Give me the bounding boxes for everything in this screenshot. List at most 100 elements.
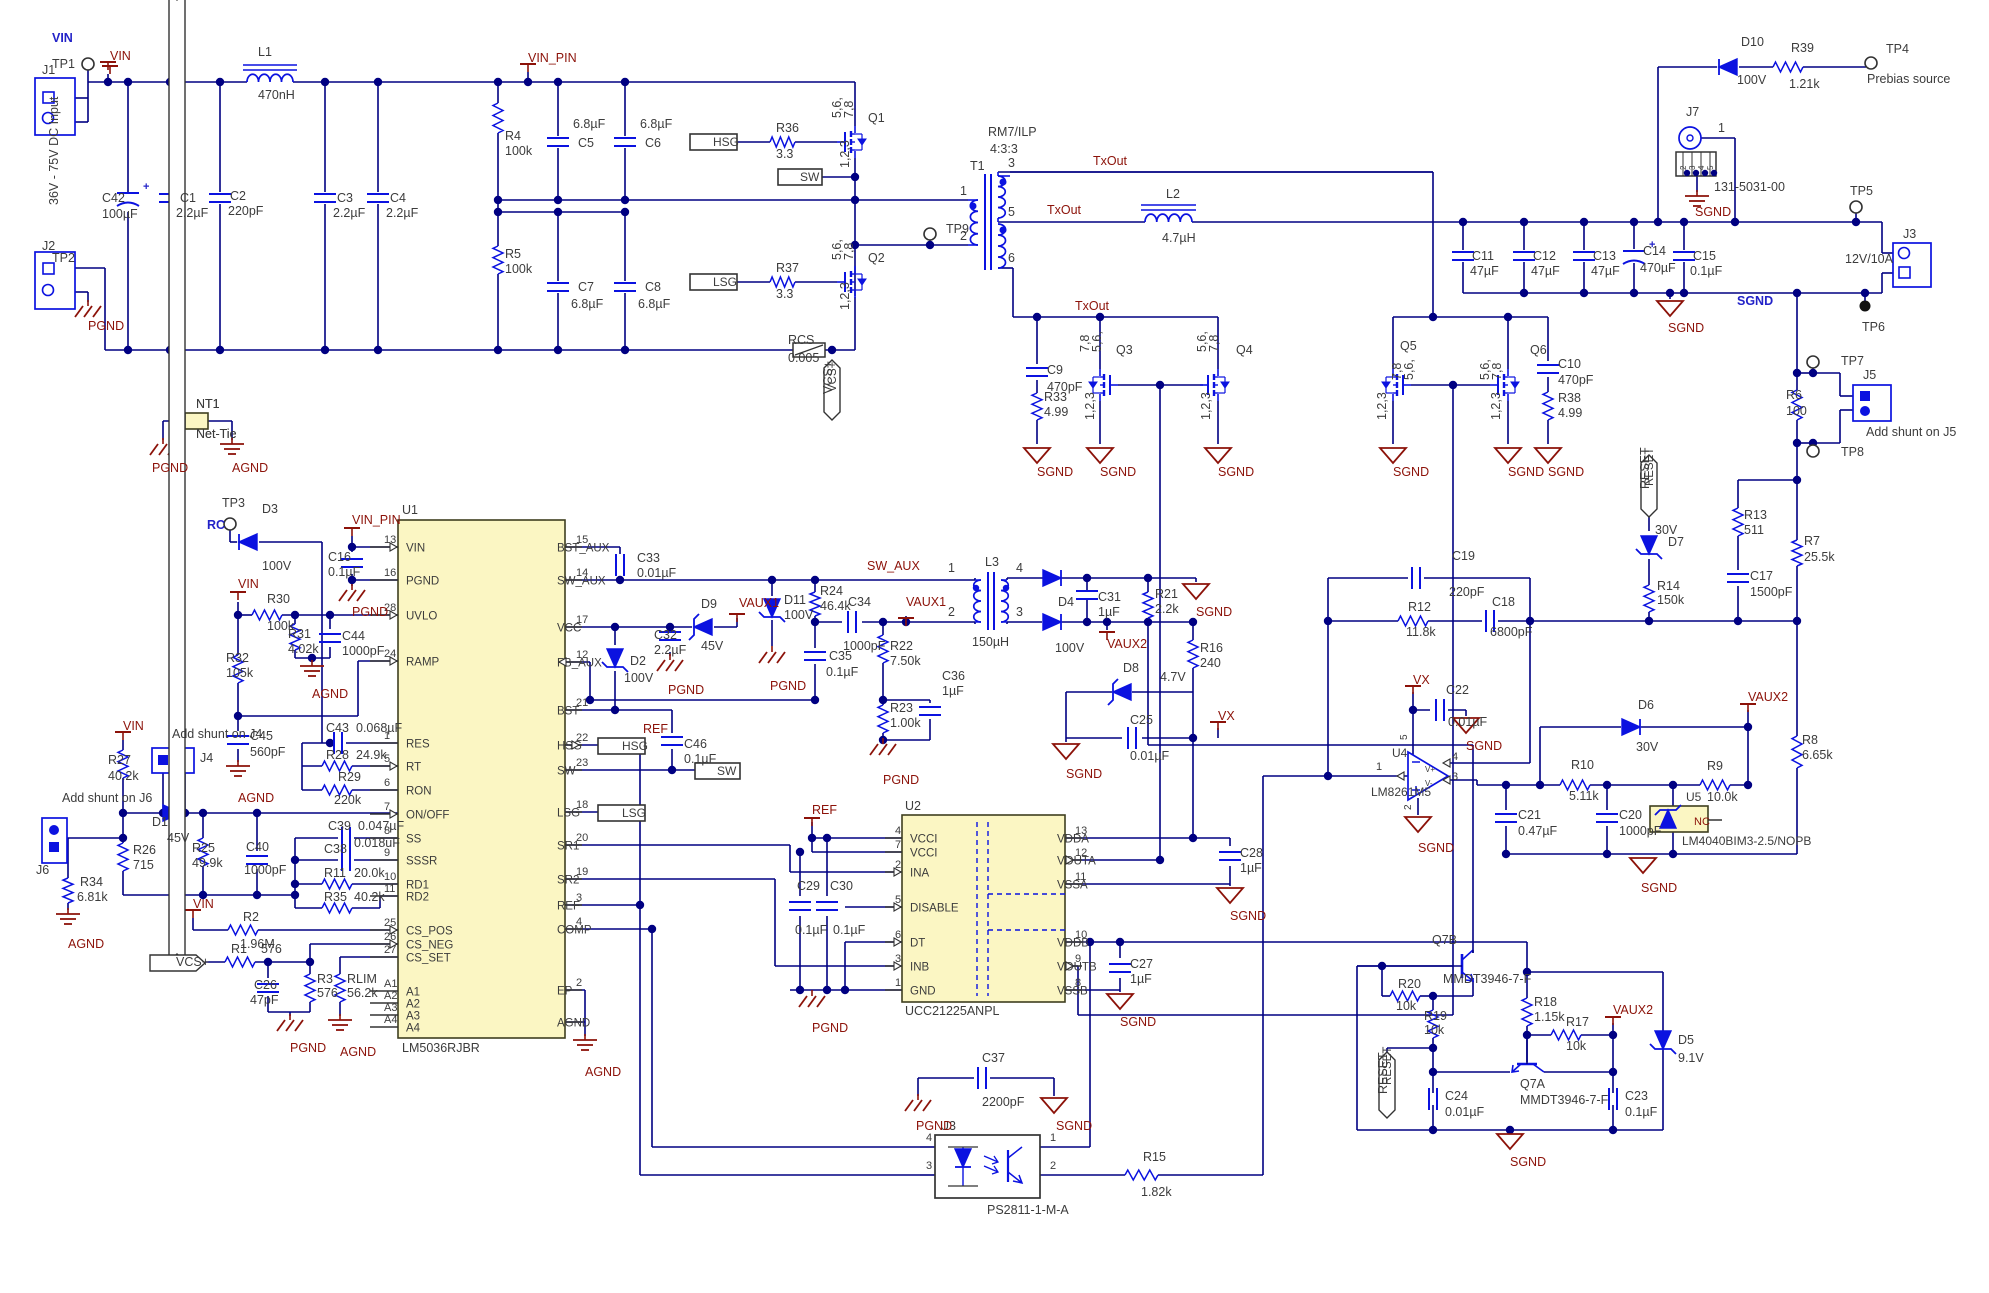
pin-arrow [389, 761, 399, 771]
label-12v-10a: 12V/10A [1845, 252, 1894, 266]
junction-dot [233, 711, 243, 721]
junction-dot [822, 985, 832, 995]
label-r30: R30 [267, 592, 290, 606]
label-220pf: 220pF [228, 204, 264, 218]
label-1-f: 1µF [1240, 861, 1262, 875]
net-box-lsg: LSG [622, 806, 646, 820]
junction-dot [1143, 573, 1153, 583]
j7-pin [1686, 134, 1694, 142]
label-r21: R21 [1155, 587, 1178, 601]
label-r38: R38 [1558, 391, 1581, 405]
u2-pin-num: 2 [895, 859, 901, 871]
label-c5: C5 [578, 136, 594, 150]
resistor [1790, 539, 1804, 567]
label-r33: R33 [1044, 390, 1067, 404]
label-sgnd: SGND [1218, 465, 1254, 479]
net-flag [168, 0, 186, 964]
resistor [876, 634, 890, 664]
label-r17: R17 [1566, 1015, 1589, 1029]
label-c6: C6 [645, 136, 661, 150]
label-d2: D2 [630, 654, 646, 668]
junction-dot [252, 808, 262, 818]
label-sw-aux: SW_AUX [867, 559, 920, 573]
nt1-ref: NT1 [196, 397, 220, 411]
label-pgnd: PGND [152, 461, 188, 475]
resistor [61, 877, 75, 904]
u4-pin5: 5 [1399, 734, 1410, 740]
label-1500pf: 1500pF [1750, 585, 1793, 599]
label-47pf: 47pF [250, 993, 279, 1007]
resistor [1030, 392, 1044, 421]
label-7-8: 7,8 [1078, 335, 1092, 352]
label-47-f: 47µF [1591, 264, 1620, 278]
sgnd-symbol [1039, 1097, 1069, 1115]
u1-pin-num: 4 [576, 916, 582, 928]
u1-pin-num: 13 [384, 534, 396, 546]
label-1-f: 1µF [1130, 972, 1152, 986]
junction-dot [1579, 217, 1589, 227]
label-tp6: TP6 [1862, 320, 1885, 334]
junction-dot [850, 172, 860, 182]
label-1-2-3: 1,2,3 [838, 140, 852, 168]
label-d7: D7 [1668, 535, 1684, 549]
junction-dot [325, 610, 335, 620]
wire [356, 589, 366, 602]
label-tp4: TP4 [1886, 42, 1909, 56]
label-net-tie: Net-Tie [196, 427, 237, 441]
u1-pin-name: RT [406, 762, 421, 774]
label-r23: R23 [890, 701, 913, 715]
label-agnd: AGND [68, 937, 104, 951]
fet-body-diode [1088, 381, 1098, 389]
label-3: 3 [1016, 605, 1023, 619]
label-sgnd: SGND [1100, 465, 1136, 479]
label-c42: C42 [102, 191, 125, 205]
label-1000pf: 1000pF [342, 644, 385, 658]
junction-dot [320, 345, 330, 355]
u2-pin-num: 10 [1075, 929, 1087, 941]
label-sgnd: SGND [1393, 465, 1429, 479]
label-j2: J2 [42, 239, 55, 253]
label-c37: C37 [982, 1051, 1005, 1065]
u1-pin-name: VIN [406, 543, 425, 555]
label-ref: REF [812, 803, 837, 817]
u2-pin-num: 8 [1075, 977, 1081, 989]
label-mmdt3946-7-f: MMDT3946-7-F [1443, 972, 1532, 986]
label-r19: R19 [1424, 1009, 1447, 1023]
label-q7b: Q7B [1432, 933, 1457, 947]
label-d9: D9 [701, 597, 717, 611]
label-l2: L2 [1166, 187, 1180, 201]
u2-pin-name: VOUTB [1057, 962, 1097, 974]
u1-pin-name: BST_AUX [557, 543, 610, 555]
resistor [333, 973, 347, 1003]
label-0-068-f: 0.068µF [356, 721, 402, 735]
label-4-02k: 4.02k [288, 642, 319, 656]
label-10k: 10k [1566, 1039, 1587, 1053]
wire [807, 995, 817, 1008]
label-100: 100 [1786, 404, 1807, 418]
label-sgnd: SGND [1510, 1155, 1546, 1169]
resistor [769, 135, 796, 149]
u1-pin-num: 10 [384, 871, 396, 883]
label-sgnd: SGND [1056, 1119, 1092, 1133]
label-vaux2: VAUX2 [1748, 690, 1788, 704]
junction-dot [647, 924, 657, 934]
resistor [1186, 639, 1200, 669]
junction-dot [1082, 573, 1092, 583]
j7-pin-dot [1692, 169, 1700, 177]
label-sgnd: SGND [1230, 909, 1266, 923]
diode [1042, 612, 1063, 632]
u2-pin-name: VCCI [910, 848, 937, 860]
label-r9: R9 [1707, 759, 1723, 773]
label-j1: J1 [42, 63, 55, 77]
junction-dot [198, 890, 208, 900]
label-d1: D1 [152, 815, 168, 829]
junction-dot [1458, 217, 1468, 227]
pin-arrow [389, 542, 399, 552]
diode-bar [758, 611, 786, 623]
junction-dot [290, 855, 300, 865]
label-agnd: AGND [312, 687, 348, 701]
shape [1622, 259, 1646, 265]
junction-dot [123, 77, 133, 87]
label-reset: RESET [1376, 1052, 1390, 1094]
wire [869, 743, 879, 756]
